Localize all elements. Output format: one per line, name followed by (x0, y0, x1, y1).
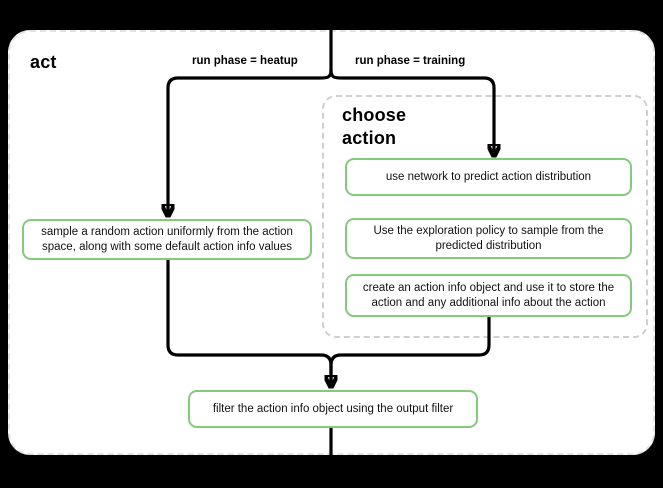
edge-label-run-phase-training: run phase = training (355, 55, 466, 67)
node-create-action-info[interactable]: create an action info object and use it … (345, 274, 632, 317)
choose-action-group-title: choose action (342, 104, 462, 150)
choose-action-title-line2: action (342, 128, 397, 148)
node-filter-action-info[interactable]: filter the action info object using the … (188, 390, 478, 428)
choose-action-title-line1: choose (342, 105, 407, 125)
node-exploration-policy[interactable]: Use the exploration policy to sample fro… (345, 218, 632, 259)
edge-label-run-phase-heatup: run phase = heatup (192, 55, 298, 67)
node-sample-random-action[interactable]: sample a random action uniformly from th… (22, 219, 312, 260)
act-group-title: act (30, 52, 57, 72)
node-use-network-predict[interactable]: use network to predict action distributi… (345, 158, 632, 196)
